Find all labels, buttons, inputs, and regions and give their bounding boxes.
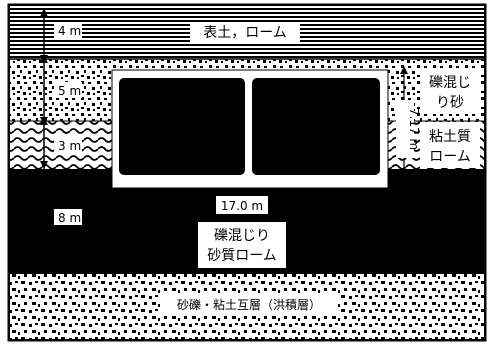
- thickness-label-3: 3 m: [58, 139, 81, 153]
- thickness-label-bg-2: [54, 82, 82, 98]
- soil-label-2-line-1: 礫混じ: [429, 75, 471, 91]
- soil-label-bg-5: [160, 294, 338, 314]
- thickness-label-bg-1: [54, 22, 82, 38]
- thickness-label-bg-4: [54, 209, 82, 225]
- soil-label-bg-1: [190, 22, 300, 42]
- thickness-label-1: 4 m: [58, 24, 81, 38]
- soil-label-bg-2: [420, 68, 480, 114]
- structure-height-label-bg: [396, 100, 414, 158]
- thickness-label-2: 5 m: [58, 84, 81, 98]
- thickness-label-4: 8 m: [58, 211, 81, 225]
- soil-label-3-line-2: ローム: [429, 149, 471, 165]
- soil-label-5: 砂礫・粘土互層（洪積層）: [177, 297, 321, 312]
- structure-height-label: 7.17 m: [407, 108, 421, 150]
- thickness-label-bg-3: [54, 137, 82, 153]
- soil-label-bg-3: [420, 122, 480, 168]
- culvert-cell-right: [252, 78, 380, 175]
- soil-label-3-line-1: 粘土質: [429, 129, 471, 145]
- soil-label-4-line-1: 礫混じり: [214, 228, 270, 244]
- soil-label-4-line-2: 砂質ローム: [207, 248, 277, 264]
- depth-dimension-line: [40, 8, 48, 169]
- structure-width-label-bg: [216, 196, 268, 214]
- soil-label-1: 表土，ローム: [203, 25, 287, 41]
- structure-width-label: 17.0 m: [221, 199, 263, 213]
- soil-label-2-line-2: り砂: [436, 95, 464, 111]
- culvert-cell-left: [119, 78, 245, 175]
- soil-label-bg-4: [198, 222, 286, 268]
